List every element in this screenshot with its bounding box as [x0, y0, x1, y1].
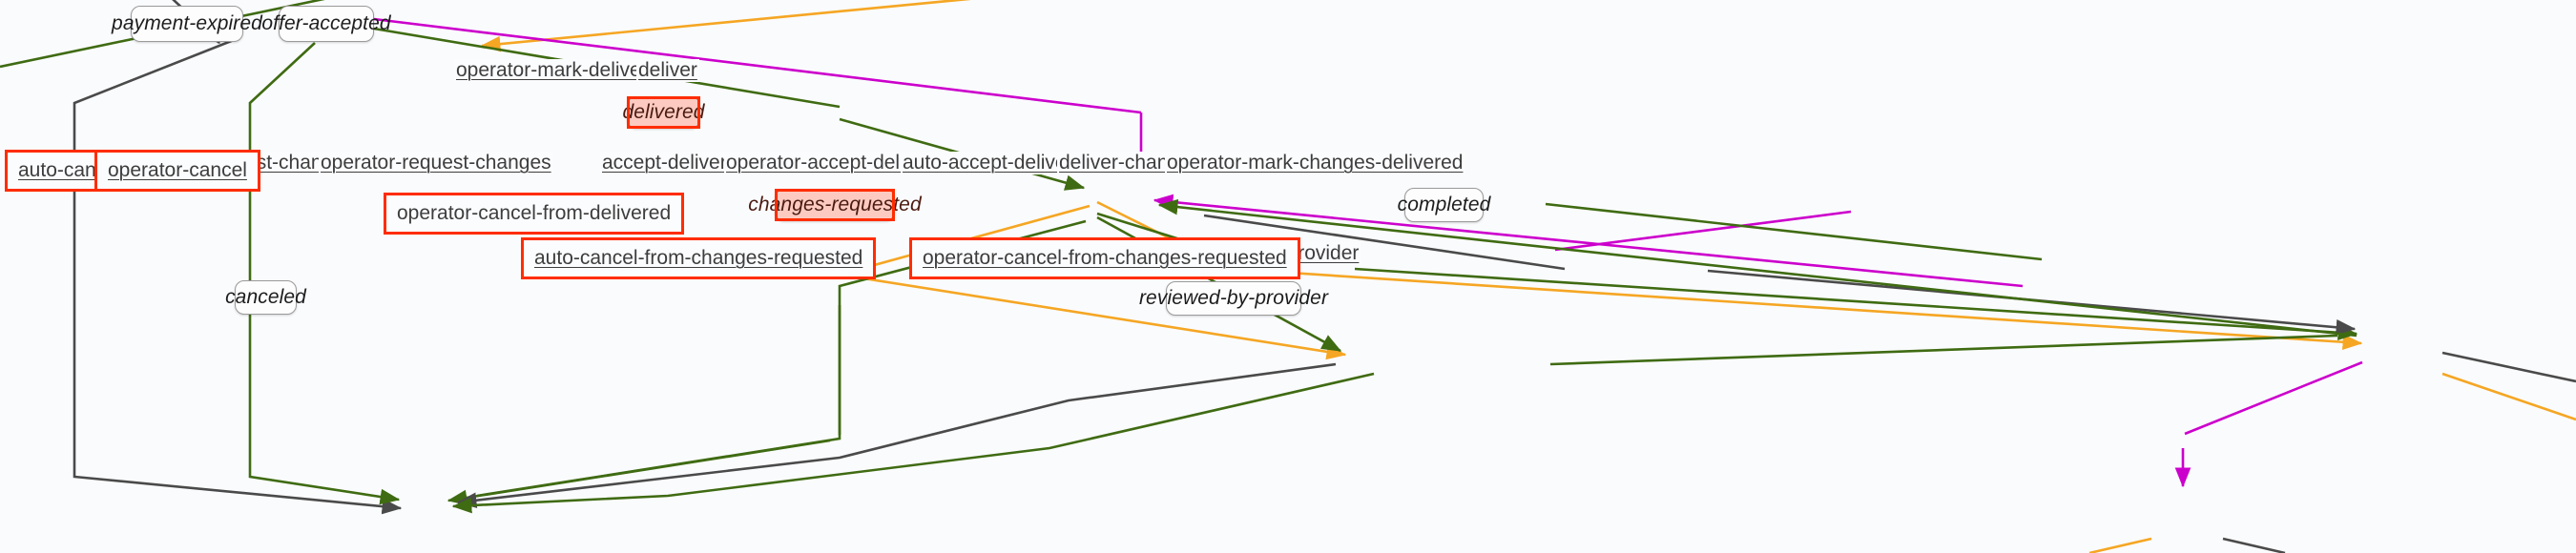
- state-node-delivered[interactable]: delivered: [622, 96, 704, 129]
- edge-label-operator-cancel-from-changes-requested[interactable]: operator-cancel-from-changes-requested: [909, 237, 1300, 279]
- edge-label-operator-cancel[interactable]: operator-cancel: [94, 150, 260, 192]
- state-node-changes-requested[interactable]: changes-requested: [748, 189, 922, 221]
- state-node-label: delivered: [622, 101, 705, 123]
- state-node-label: completed: [1397, 194, 1491, 215]
- state-node-payment-expired[interactable]: payment-expired: [112, 6, 262, 42]
- edge-label-operator-request-changes[interactable]: operator-request-changes: [319, 152, 553, 174]
- edge-label-auto-cancel-from-changes-requested[interactable]: auto-cancel-from-changes-requested: [521, 237, 877, 279]
- state-node-canceled[interactable]: canceled: [225, 280, 306, 315]
- state-node-label: reviewed-by-provider: [1138, 287, 1329, 309]
- state-node-label: offer-accepted: [261, 12, 391, 34]
- state-node-label: canceled: [225, 286, 306, 308]
- edge-label-operator-cancel-from-delivered[interactable]: operator-cancel-from-delivered: [384, 193, 685, 235]
- state-node-offer-accepted[interactable]: offer-accepted: [261, 6, 391, 42]
- edge-label-operator-mark-changes-delivered[interactable]: operator-mark-changes-delivered: [1165, 152, 1465, 174]
- state-node-label: changes-requested: [748, 194, 922, 215]
- edge-label-deliver[interactable]: deliver: [636, 59, 699, 82]
- state-node-label: payment-expired: [112, 12, 262, 34]
- state-node-reviewed-by-provider[interactable]: reviewed-by-provider: [1139, 281, 1328, 316]
- state-node-completed[interactable]: completed: [1398, 188, 1490, 222]
- edge-label-operator-mark-delivered[interactable]: operator-mark-delivered: [454, 59, 673, 82]
